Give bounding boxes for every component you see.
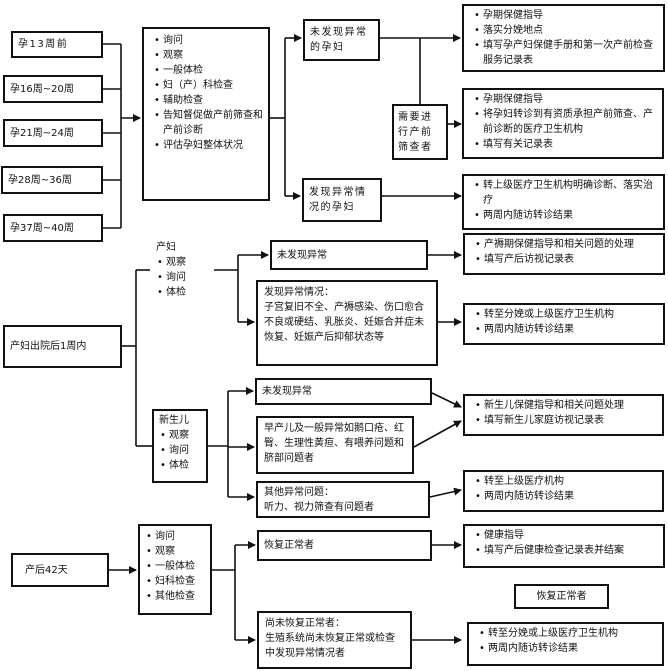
stage-postpartum-week-1: 产妇出院后1周内 (3, 325, 122, 368)
action-item: 转至分娩或上级医疗卫生机构 (474, 626, 657, 641)
stage-week-13: 孕13周前 (11, 31, 103, 58)
action-item: 孕期保健指导 (469, 8, 658, 23)
day42-service-item: 其他检查 (145, 589, 205, 604)
stage-week-28-36: 孕28周~36周 (1, 166, 103, 194)
newborn-check-item: 询问 (159, 443, 201, 458)
mother-normal-box: 未发现异常 (270, 240, 428, 270)
action-item: 两周内随访转诊结果 (469, 208, 658, 223)
day42-service-item: 妇科检查 (145, 574, 205, 589)
prenatal-service-item: 辅助检查 (149, 93, 263, 108)
newborn-other-title: 其他异常问题： (264, 487, 334, 498)
prenatal-abnormal-actions-box: 转上级医疗卫生机构明确诊断、落实治疗 两周内随访转诊结果 (462, 174, 665, 230)
day42-services-box: 询问 观察 一般体检 妇科检查 其他检查 (138, 524, 212, 615)
day42-recovered-label-box: 恢复正常者 (514, 584, 609, 609)
prenatal-no-abnormal-box: 未发现异常的孕妇 (303, 19, 380, 61)
action-item: 将孕妇转诊到有资质承担产前筛查、产前诊断的医疗卫生机构 (469, 107, 657, 137)
action-item: 新生儿保健指导和相关问题处理 (470, 398, 657, 413)
newborn-abnormal-box: 早产儿及一般异常如鹅口疮、红臀、生理性黄疸、有喂养问题和脐部问题者 (256, 416, 414, 474)
action-item: 填写孕产妇保健手册和第一次产前检查服务记录表 (469, 38, 658, 68)
action-item: 健康指导 (470, 528, 658, 543)
prenatal-service-item: 一般体检 (149, 63, 263, 78)
stage-week-21-24: 孕21周~24周 (3, 119, 103, 147)
newborn-title: 新生儿 (159, 415, 189, 426)
mother-normal-actions-box: 产褥期保健指导和相关问题的处理 填写产后访视记录表 (463, 233, 665, 275)
prenatal-service-item: 观察 (149, 48, 263, 63)
mother-abnormal-actions-box: 转至分娩或上级医疗卫生机构 两周内随访转诊结果 (463, 303, 665, 345)
day42-not-recovered-box: 尚未恢复正常者： 生殖系统尚未恢复正常或检查中发现异常情况者 (257, 611, 412, 669)
prenatal-service-item: 告知督促做产前筛查和产前诊断 (149, 108, 263, 138)
mother-abnormal-box: 发现异常情况： 子宫复旧不全、产褥感染、伤口愈合不良或硬结、乳胀炎、妊娠合并症未… (256, 280, 438, 366)
action-item: 产褥期保健指导和相关问题的处理 (470, 237, 658, 252)
action-item: 填写有关记录表 (469, 137, 657, 152)
newborn-check-item: 体检 (159, 458, 201, 473)
stage-postpartum-day-42: 产后42天 (11, 553, 109, 587)
action-item: 两周内随访转诊结果 (470, 489, 657, 504)
mother-title: 产妇 (156, 242, 176, 253)
newborn-check-item: 观察 (159, 428, 201, 443)
stage-week-16-20: 孕16周~20周 (3, 75, 103, 103)
day42-service-item: 一般体检 (145, 559, 205, 574)
newborn-checks: 新生儿 观察 询问 体检 (152, 409, 208, 483)
day42-not-recovered-actions-box: 转至分娩或上级医疗卫生机构 两周内随访转诊结果 (467, 622, 664, 666)
newborn-other-actions-box: 转至上级医疗机构 两周内随访转诊结果 (463, 470, 664, 512)
mother-check-item: 观察 (156, 255, 208, 270)
action-item: 填写新生儿家庭访视记录表 (470, 413, 657, 428)
action-item: 填写产后健康检查记录表并结案 (470, 543, 658, 558)
newborn-other-abnormal-box: 其他异常问题： 听力、视力筛查有问题者 (256, 481, 430, 518)
prenatal-screening-referral-box: 需要进行产前筛查者 (392, 104, 448, 160)
day42-not-recovered-body: 生殖系统尚未恢复正常或检查中发现异常情况者 (265, 633, 395, 659)
day42-service-item: 询问 (145, 529, 205, 544)
mother-abnormal-title: 发现异常情况： (264, 287, 334, 298)
action-item: 孕期保健指导 (469, 92, 657, 107)
day42-not-recovered-title: 尚未恢复正常者： (265, 618, 345, 629)
action-item: 填写产后访视记录表 (470, 252, 658, 267)
prenatal-service-item: 妇（产）科检查 (149, 78, 263, 93)
prenatal-normal-actions-box: 孕期保健指导 落实分娩地点 填写孕产妇保健手册和第一次产前检查服务记录表 (462, 4, 665, 72)
stage-week-37-40: 孕37周~40周 (3, 214, 103, 242)
prenatal-abnormal-box: 发现异常情况的孕妇 (302, 178, 382, 222)
day42-recovered-box: 恢复正常者 (257, 530, 432, 561)
prenatal-service-item: 评估孕妇整体状况 (149, 138, 263, 153)
mother-check-item: 询问 (156, 270, 208, 285)
newborn-normal-actions-box: 新生儿保健指导和相关问题处理 填写新生儿家庭访视记录表 (463, 394, 664, 436)
action-item: 转至上级医疗机构 (470, 474, 657, 489)
action-item: 转至分娩或上级医疗卫生机构 (470, 307, 658, 322)
newborn-other-body: 听力、视力筛查有问题者 (264, 502, 374, 513)
mother-abnormal-body: 子宫复旧不全、产褥感染、伤口愈合不良或硬结、乳胀炎、妊娠合并症未恢复、妊娠产后抑… (264, 302, 424, 343)
mother-checks: 产妇 观察 询问 体检 (150, 238, 214, 313)
action-item: 两周内随访转诊结果 (470, 322, 658, 337)
action-item: 落实分娩地点 (469, 23, 658, 38)
day42-recovered-actions-box: 健康指导 填写产后健康检查记录表并结案 (463, 524, 665, 568)
prenatal-service-item: 询问 (149, 33, 263, 48)
mother-check-item: 体检 (156, 285, 208, 300)
day42-service-item: 观察 (145, 544, 205, 559)
newborn-normal-box: 未发现异常 (255, 378, 432, 405)
action-item: 转上级医疗卫生机构明确诊断、落实治疗 (469, 178, 658, 208)
prenatal-screening-actions-box: 孕期保健指导 将孕妇转诊到有资质承担产前筛查、产前诊断的医疗卫生机构 填写有关记… (462, 88, 664, 159)
prenatal-services-box: 询问 观察 一般体检 妇（产）科检查 辅助检查 告知督促做产前筛查和产前诊断 评… (142, 27, 270, 201)
action-item: 两周内随访转诊结果 (474, 641, 657, 656)
